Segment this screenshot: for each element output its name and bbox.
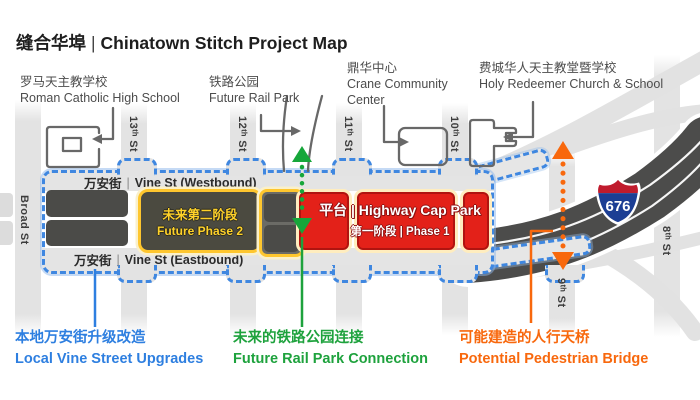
legend-en: Future Rail Park Connection	[233, 351, 428, 367]
legend-pedestrian-bridge: 可能建造的人行天桥 Potential Pedestrian Bridge	[459, 328, 648, 370]
title-divider: |	[91, 33, 96, 53]
cap-park-segment-c	[460, 189, 492, 253]
landmark-en: Roman Catholic High School	[20, 91, 180, 105]
roman-catholic-school-icon	[45, 106, 115, 169]
street-label-9th: 9ᵗʰ St	[555, 278, 567, 308]
cap-park-line2: 第一阶段 | Phase 1	[350, 226, 450, 238]
rail-park-path-icon	[259, 94, 324, 173]
corridor-tab	[117, 158, 157, 176]
legend-zh: 可能建造的人行天桥	[459, 330, 590, 346]
vine-st-westbound-label: 万安街 | Vine St (Westbound)	[84, 173, 257, 192]
entrance-arrow-icon	[291, 126, 301, 136]
landmark-zh: 铁路公园	[209, 75, 260, 89]
expressway-lane	[264, 194, 299, 222]
street-label-10th: 10ᵗʰ St	[448, 116, 460, 153]
corridor-tab	[438, 265, 478, 283]
broad-st-band	[15, 100, 41, 335]
corridor-tab	[332, 265, 372, 283]
landmark-rail-park: 铁路公园 Future Rail Park	[209, 74, 299, 106]
landmark-zh: 鼎华中心	[347, 61, 398, 75]
entrance-arrow-icon	[503, 132, 513, 142]
vine-west-zh: 万安街	[84, 177, 122, 191]
expressway-lane	[46, 190, 128, 217]
landmark-crane-center: 鼎华中心 Crane Community Center	[347, 60, 455, 108]
page-title: 缝合华埠|Chinatown Stitch Project Map	[16, 30, 348, 55]
entrance-arrow-icon	[399, 137, 409, 147]
street-label-broad: Broad St	[18, 195, 30, 245]
landmark-roman-catholic: 罗马天主教学校 Roman Catholic High School	[20, 74, 180, 106]
vine-west-divider: |	[126, 175, 130, 190]
landmark-holy-redeemer: 费城华人天主教堂暨学校 Holy Redeemer Church & Schoo…	[479, 60, 663, 92]
expressway-lane	[264, 224, 299, 252]
legend-rail-park-connection: 未来的铁路公园连接 Future Rail Park Connection	[233, 328, 428, 370]
legend-en: Potential Pedestrian Bridge	[459, 351, 649, 367]
landmark-en: Holy Redeemer Church & School	[479, 77, 664, 91]
expressway-lane	[46, 219, 128, 246]
street-label-13th: 13ᵗʰ St	[127, 116, 139, 153]
sunken-expressway-west	[46, 190, 128, 246]
corridor-tab	[545, 265, 585, 283]
legend-zh: 本地万安街升级改造	[15, 330, 146, 346]
landmark-en: Crane Community Center	[347, 77, 448, 107]
expressway-stub-upper	[0, 193, 13, 217]
cap-park-segment-b	[354, 189, 458, 253]
landmark-zh: 费城华人天主教堂暨学校	[479, 61, 617, 75]
street-label-12th: 12ᵗʰ St	[236, 116, 248, 153]
highway-cap-park-label: 平台 | Highway Cap Park 第一阶段 | Phase 1	[298, 200, 502, 239]
phase2-label-zh: 未来第二阶段	[162, 208, 238, 222]
legend-zh: 未来的铁路公园连接	[233, 330, 364, 346]
expressway-stub-lower	[0, 221, 13, 245]
corridor-tab	[226, 158, 266, 176]
vine-west-en: Vine St (Westbound)	[134, 175, 257, 190]
shield-number: 676	[605, 198, 630, 215]
pedestrian-bridge-arrow-icon	[529, 141, 574, 323]
legend-en: Local Vine Street Upgrades	[15, 351, 204, 367]
vine-east-zh: 万安街	[74, 254, 112, 268]
holy-redeemer-church-icon	[468, 100, 535, 168]
corridor-tab	[226, 265, 266, 283]
street-label-11th: 11ᵗʰ St	[342, 116, 354, 152]
corridor-tab	[332, 158, 372, 176]
title-zh: 缝合华埠	[16, 33, 86, 53]
landmark-zh: 罗马天主教学校	[20, 75, 108, 89]
phase2-label-en: Future Phase 2	[156, 224, 244, 238]
vine-st-eastbound-label: 万安街 | Vine St (Eastbound)	[74, 250, 243, 269]
legend-vine-upgrades: 本地万安街升级改造 Local Vine Street Upgrades	[15, 328, 203, 370]
street-label-8th: 8ᵗʰ St	[660, 226, 672, 256]
corridor-tab	[117, 265, 157, 283]
title-en: Chinatown Stitch Project Map	[100, 33, 348, 53]
interstate-676-shield-icon: 676	[595, 177, 641, 225]
cap-park-line1: 平台 | Highway Cap Park	[319, 202, 481, 218]
rail-park-connection-arrow-icon	[292, 146, 312, 327]
future-phase-2-box: 未来第二阶段 Future Phase 2	[138, 189, 262, 253]
entrance-arrow-icon	[92, 134, 102, 144]
landmark-en: Future Rail Park	[209, 91, 300, 105]
vine-east-divider: |	[116, 252, 120, 267]
vine-east-en: Vine St (Eastbound)	[124, 252, 244, 267]
